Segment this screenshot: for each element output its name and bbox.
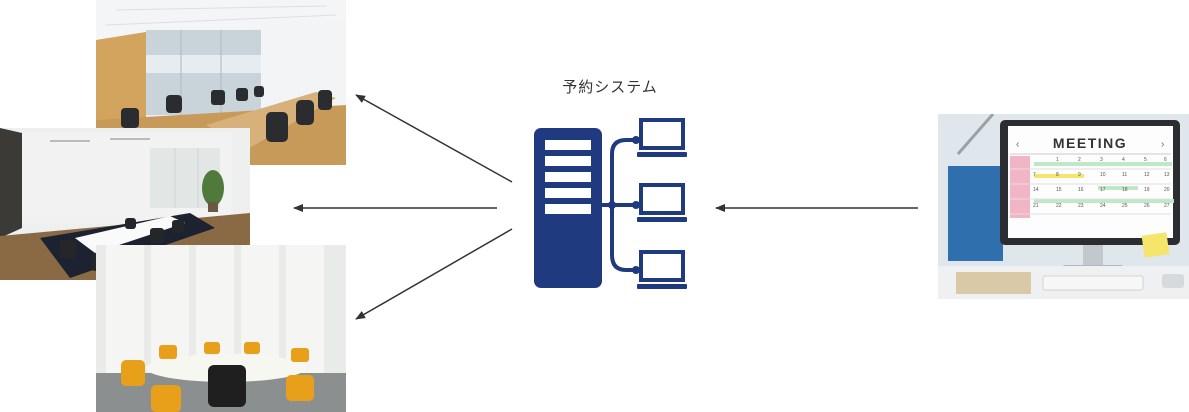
computer-icon	[637, 183, 687, 222]
cal-day: 7	[1033, 172, 1036, 178]
cal-day: 18	[1122, 187, 1128, 193]
cal-day: 20	[1164, 187, 1170, 193]
cal-day: 9	[1078, 172, 1081, 178]
cal-day: 26	[1144, 203, 1150, 209]
cal-day: 12	[1144, 172, 1150, 178]
computer-icon	[637, 250, 687, 289]
cal-day: 13	[1164, 172, 1170, 178]
cal-day: 6	[1164, 157, 1167, 163]
system-label: 予約システム	[562, 78, 658, 96]
network-connector-icon	[602, 138, 636, 272]
cal-day: 14	[1033, 187, 1039, 193]
arrow-system-to-room-3	[355, 228, 513, 320]
cal-day: 5	[1144, 157, 1147, 163]
arrow-system-to-room-1	[355, 94, 513, 183]
calendar-next-icon: ›	[1161, 139, 1164, 150]
cal-day: 2	[1078, 157, 1081, 163]
cal-day: 23	[1078, 203, 1084, 209]
cal-day: 4	[1122, 157, 1125, 163]
cal-day: 15	[1056, 187, 1062, 193]
cal-day: 3	[1100, 157, 1103, 163]
cal-day: 8	[1056, 172, 1059, 178]
cal-day: 10	[1100, 172, 1106, 178]
cal-day: 1	[1056, 157, 1059, 163]
cal-day: 17	[1100, 187, 1106, 193]
cal-day: 16	[1078, 187, 1084, 193]
cal-day: 24	[1100, 203, 1106, 209]
cal-day: 25	[1122, 203, 1128, 209]
cal-day: 22	[1056, 203, 1062, 209]
cal-day: 21	[1033, 203, 1039, 209]
cal-day: 27	[1164, 203, 1170, 209]
server-icon	[534, 128, 602, 288]
computer-icon	[637, 118, 687, 157]
cal-day: 11	[1122, 172, 1127, 178]
calendar-monitor-photo: MEETING ‹ › 1 2 3 4 5 6 7 8 9 10 11	[938, 114, 1189, 299]
calendar-title: MEETING	[1053, 135, 1127, 151]
meeting-room-photo-3	[96, 245, 346, 412]
calendar-prev-icon: ‹	[1016, 139, 1019, 150]
cal-day: 19	[1144, 187, 1150, 193]
